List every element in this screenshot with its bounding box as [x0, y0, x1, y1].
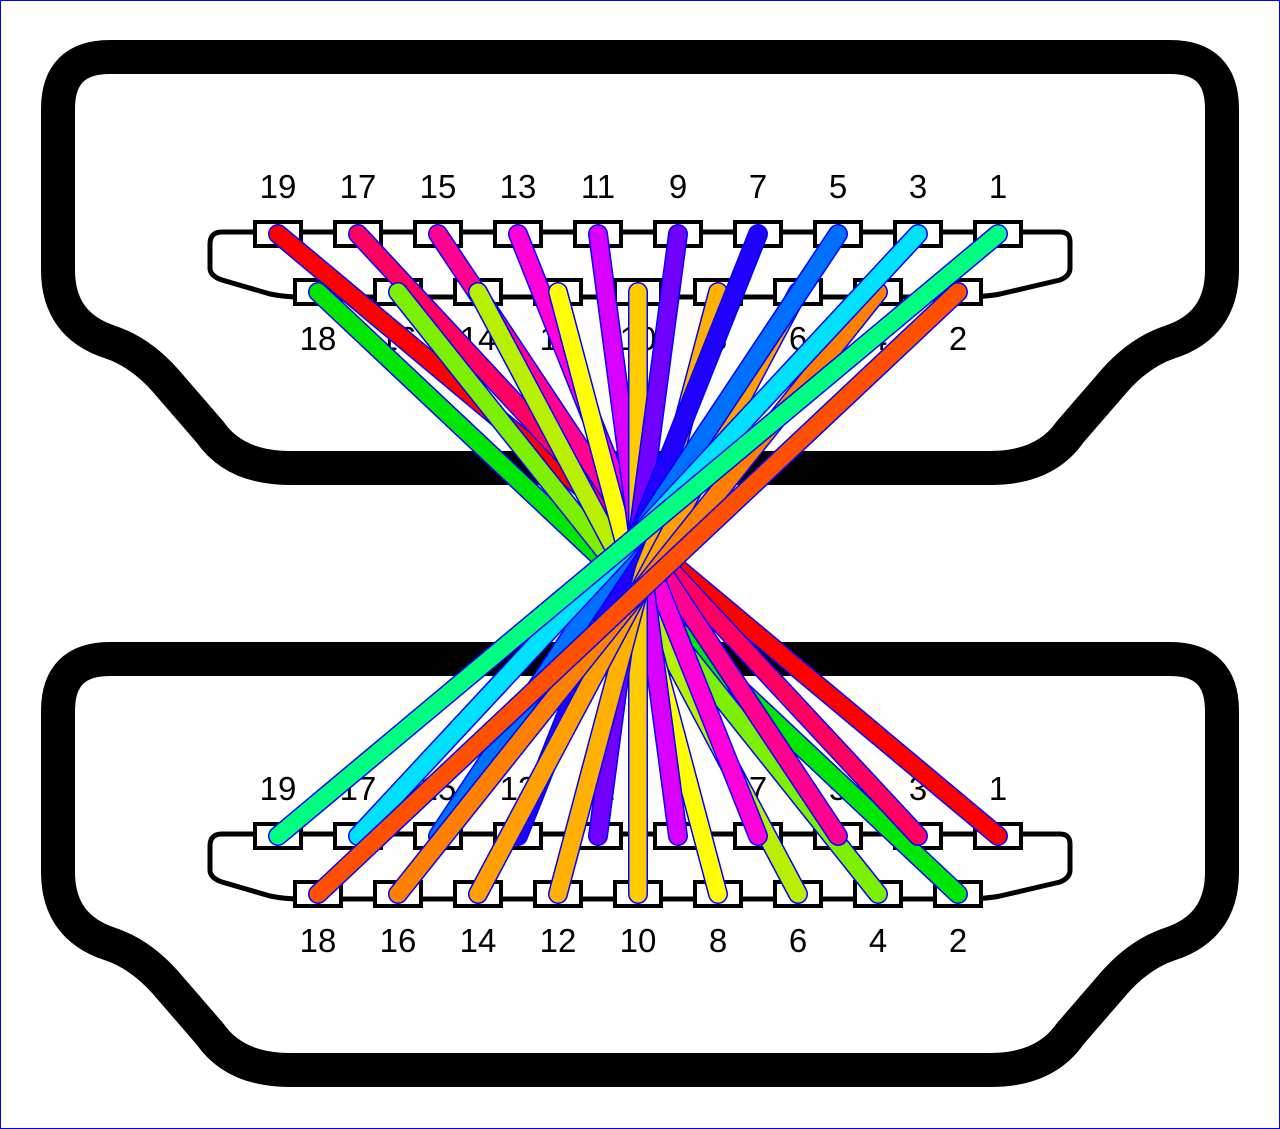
wire-1-to-19 — [268, 224, 1008, 846]
bottom-pin-label-16: 16 — [380, 922, 417, 959]
bottom-pin-label-1: 1 — [989, 770, 1007, 807]
top-pin-label-5: 5 — [829, 168, 847, 205]
top-pin-label-3: 3 — [909, 168, 927, 205]
top-pin-label-7: 7 — [749, 168, 767, 205]
top-pin-label-9: 9 — [669, 168, 687, 205]
wire-core-2 — [309, 283, 967, 903]
bottom-pin-label-10: 10 — [620, 922, 657, 959]
top-pin-label-19: 19 — [260, 168, 297, 205]
bottom-pin-label-2: 2 — [949, 922, 967, 959]
bottom-pin-label-6: 6 — [789, 922, 807, 959]
bottom-pin-label-12: 12 — [540, 922, 577, 959]
wire-2-to-18 — [308, 282, 968, 904]
top-pin-label-15: 15 — [420, 168, 457, 205]
top-pin-label-11: 11 — [581, 168, 615, 205]
bottom-pin-label-8: 8 — [709, 922, 727, 959]
top-pin-label-13: 13 — [500, 168, 537, 205]
bottom-pin-label-4: 4 — [869, 922, 887, 959]
top-pin-label-18: 18 — [300, 320, 337, 357]
bottom-pin-label-19: 19 — [260, 770, 297, 807]
bottom-pin-label-14: 14 — [460, 922, 497, 959]
wire-core-1 — [269, 225, 1007, 845]
wire-group — [268, 224, 1008, 904]
bottom-pin-label-18: 18 — [300, 922, 337, 959]
top-pin-label-1: 1 — [989, 168, 1007, 205]
top-pin-label-2: 2 — [949, 320, 967, 357]
top-pin-label-17: 17 — [340, 168, 377, 205]
